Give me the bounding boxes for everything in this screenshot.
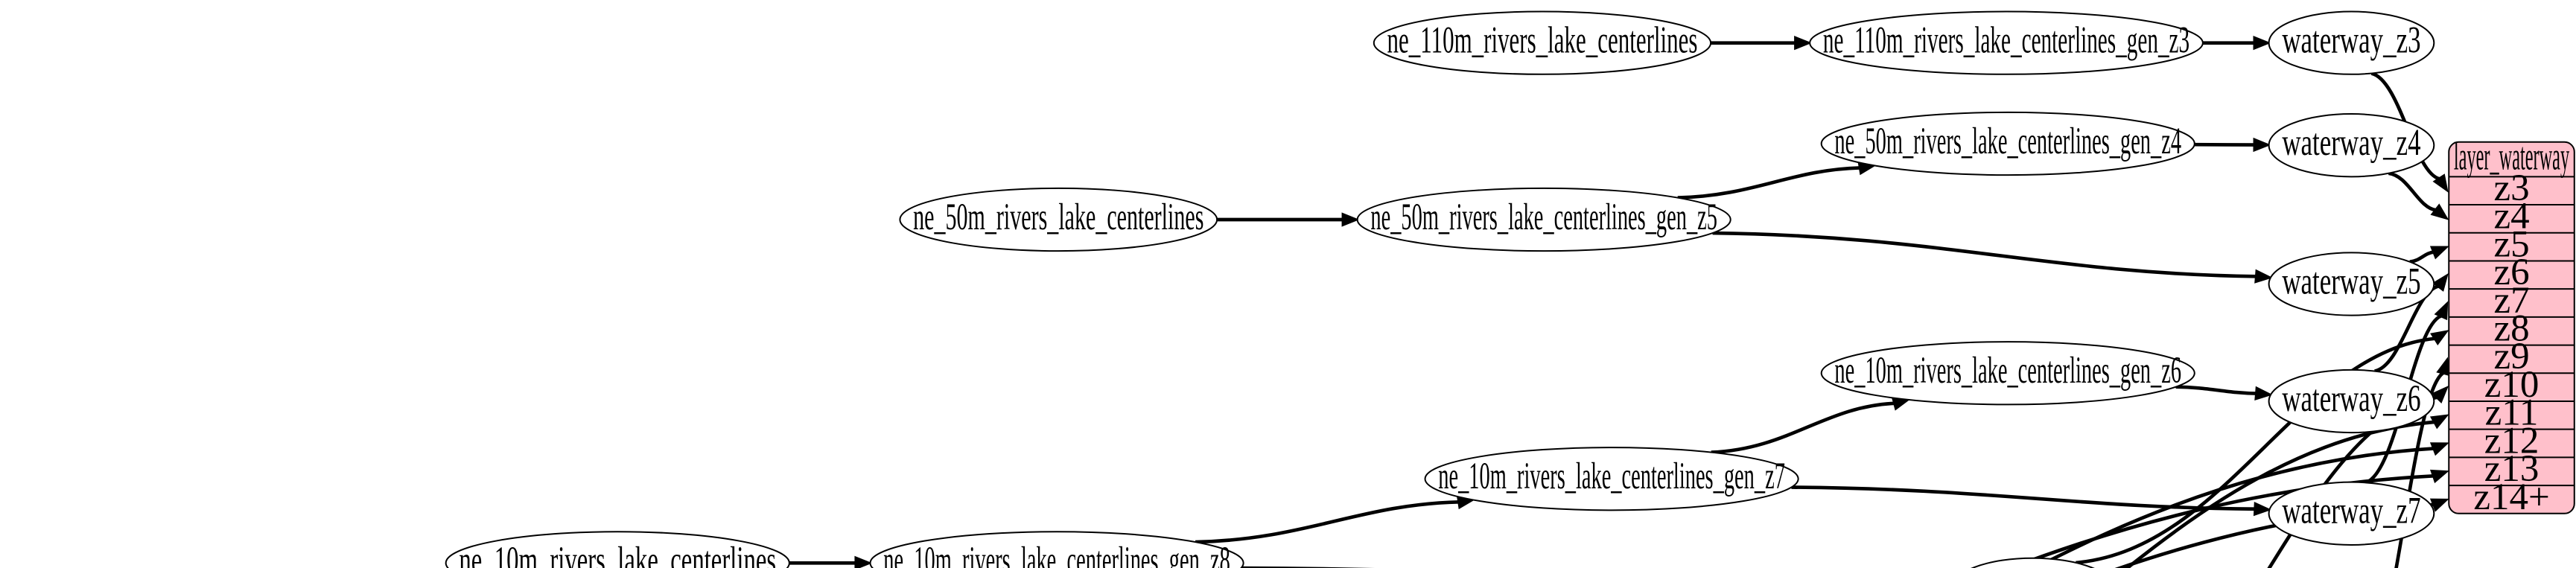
record-cell-z7[interactable]: z7 [2493,280,2529,322]
arrowhead-ne_50m_rivers_lake_centerlines_gen_z5-to-waterway_z5 [2254,269,2273,284]
arrowhead-ne_10m_rivers_lake_centerlines_gen_z7-to-waterway_z7 [2253,502,2272,517]
node-shape-ne_10m_rivers_lake_centerlines_gen_z7 [1425,447,1799,510]
edge-waterway_z12-to-layer_waterway-z12 [2031,447,2435,568]
node-ne_50m_rivers_lake_centerlines[interactable]: ne_50m_rivers_lake_centerlines [900,188,1217,251]
edge-ne_10m_rivers_lake_centerlines_gen_z6-to-waterway_z6 [2175,385,2257,395]
arrowhead-ne_50m_rivers_lake_centerlines_gen_z4-to-waterway_z4 [2253,137,2271,153]
arrowhead-waterway_z14-to-layer_waterway-z14+ [2429,498,2449,512]
arrowhead-waterway_z12-to-layer_waterway-z12 [2429,442,2449,456]
edge-waterway_z13-to-layer_waterway-z13 [2006,473,2435,568]
node-shape-ne_50m_rivers_lake_centerlines_gen_z5 [1358,188,1731,251]
node-shape-ne_10m_rivers_lake_centerlines [446,532,789,568]
record-cell-z8[interactable]: z8 [2493,308,2529,350]
node-label-ne_50m_rivers_lake_centerlines: ne_50m_rivers_lake_centerlines [913,197,1203,238]
edge-waterway_z8-to-layer_waterway-z8 [2076,336,2436,565]
node-label-ne_10m_rivers_lake_centerlines: ne_10m_rivers_lake_centerlines [459,540,776,568]
node-ne_10m_rivers_lake_centerlines_gen_z7[interactable]: ne_10m_rivers_lake_centerlines_gen_z7 [1425,447,1799,510]
edge-waterway_z4-to-layer_waterway-z4 [2388,171,2437,212]
node-label-ne_110m_rivers_lake_centerlines_gen_z3: ne_110m_rivers_lake_centerlines_gen_z3 [1823,19,2189,61]
nodes-layer: imposm3osm_waterway_linestringosm_import… [0,12,2434,568]
arrowhead-waterway_z7-to-layer_waterway-z7 [2434,301,2449,321]
edge-ne_50m_rivers_lake_centerlines_gen_z5-to-ne_50m_rivers_lake_centerlines_gen_z4 [1677,166,1861,200]
arrowhead-waterway_z8-to-layer_waterway-z8 [2430,330,2449,346]
node-label-waterway_z7: waterway_z7 [2282,491,2420,532]
edge-ne_50m_rivers_lake_centerlines_gen_z5-to-waterway_z5 [1712,231,2257,278]
node-label-waterway_z6: waterway_z6 [2282,378,2420,420]
arrowhead-ne_10m_rivers_lake_centerlines-to-ne_10m_rivers_lake_centerlines_gen_z8 [854,555,873,568]
edge-waterway_z5-to-layer_waterway-z5 [2409,250,2435,264]
node-waterway_z8[interactable]: waterway_z8 [1950,558,2116,568]
arrowhead-waterway_z4-to-layer_waterway-z4 [2430,203,2449,220]
node-waterway_z4[interactable]: waterway_z4 [2269,114,2435,176]
record-cell-z9[interactable]: z9 [2493,336,2529,377]
node-shape-ne_50m_rivers_lake_centerlines [900,188,1217,251]
node-label-waterway_z4: waterway_z4 [2282,122,2420,164]
node-shape-waterway_z7 [2269,482,2435,545]
node-shape-waterway_z5 [2269,252,2435,315]
node-label-ne_50m_rivers_lake_centerlines_gen_z5: ne_50m_rivers_lake_centerlines_gen_z5 [1370,197,1717,238]
record-cell-z12[interactable]: z12 [2484,420,2540,462]
node-ne_10m_rivers_lake_centerlines_gen_z6[interactable]: ne_10m_rivers_lake_centerlines_gen_z6 [1822,342,2195,404]
node-label-ne_10m_rivers_lake_centerlines_gen_z8: ne_10m_rivers_lake_centerlines_gen_z8 [883,540,1230,568]
record-title-layer-waterway: layer_waterway [2454,134,2569,178]
arrowhead-waterway_z6-to-layer_waterway-z6 [2432,272,2449,292]
node-label-ne_10m_rivers_lake_centerlines_gen_z6: ne_10m_rivers_lake_centerlines_gen_z6 [1834,350,2181,392]
node-ne_50m_rivers_lake_centerlines_gen_z4[interactable]: ne_50m_rivers_lake_centerlines_gen_z4 [1822,112,2195,175]
edge-ne_10m_rivers_lake_centerlines_gen_z8-to-ne_10m_rivers_lake_centerlines_gen_z7 [1195,500,1460,544]
record-cell-z10[interactable]: z10 [2484,364,2540,406]
node-label-ne_110m_rivers_lake_centerlines: ne_110m_rivers_lake_centerlines [1387,19,1698,61]
record-cell-z3[interactable]: z3 [2493,167,2529,209]
record-cell-z5[interactable]: z5 [2493,223,2529,265]
node-ne_10m_rivers_lake_centerlines_gen_z8[interactable]: ne_10m_rivers_lake_centerlines_gen_z8 [871,532,1244,568]
record-cell-z6[interactable]: z6 [2493,252,2529,293]
node-shape-waterway_z8 [1950,558,2116,568]
arrowhead-ne_110m_rivers_lake_centerlines_gen_z3-to-waterway_z3 [2253,36,2271,51]
arrowhead-waterway_z5-to-layer_waterway-z5 [2429,246,2449,260]
node-shape-waterway_z3 [2269,12,2435,74]
node-label-waterway_z3: waterway_z3 [2282,19,2420,61]
layer-waterway-record-node[interactable]: layer_waterwayz3z4z5z6z7z8z9z10z11z12z13… [2449,134,2575,518]
edge-ne_10m_rivers_lake_centerlines_gen_z7-to-ne_10m_rivers_lake_centerlines_gen_z6 [1711,401,1895,454]
arrowhead-ne_110m_rivers_lake_centerlines-to-ne_110m_rivers_lake_centerlines_gen_z3 [1794,36,1813,51]
node-shape-ne_10m_rivers_lake_centerlines_gen_z6 [1822,342,2195,404]
node-ne_10m_rivers_lake_centerlines[interactable]: ne_10m_rivers_lake_centerlines [446,532,789,568]
node-shape-ne_50m_rivers_lake_centerlines_gen_z4 [1822,112,2195,175]
edge-ne_10m_rivers_lake_centerlines_gen_z7-to-waterway_z7 [1791,485,2256,511]
node-shape-waterway_z6 [2269,370,2435,433]
node-ne_110m_rivers_lake_centerlines[interactable]: ne_110m_rivers_lake_centerlines [1374,12,1711,74]
node-label-ne_50m_rivers_lake_centerlines_gen_z4: ne_50m_rivers_lake_centerlines_gen_z4 [1834,121,2181,162]
node-ne_110m_rivers_lake_centerlines_gen_z3[interactable]: ne_110m_rivers_lake_centerlines_gen_z3 [1810,12,2203,74]
node-waterway_z6[interactable]: waterway_z6 [2269,370,2435,433]
node-label-ne_10m_rivers_lake_centerlines_gen_z7: ne_10m_rivers_lake_centerlines_gen_z7 [1438,456,1785,497]
record-body-layer-waterway [2449,142,2575,514]
arrowhead-ne_50m_rivers_lake_centerlines-to-ne_50m_rivers_lake_centerlines_gen_z5 [1341,212,1360,227]
arrowhead-waterway_z11-to-layer_waterway-z11 [2429,414,2449,430]
arrowhead-ne_10m_rivers_lake_centerlines_gen_z6-to-waterway_z6 [2254,386,2274,401]
edge-waterway_z14-to-layer_waterway-z14+ [2114,502,2435,568]
edge-waterway_z11-to-layer_waterway-z11 [2124,420,2435,568]
node-waterway_z3[interactable]: waterway_z3 [2269,12,2435,74]
record-cell-z14+[interactable]: z14+ [2473,476,2549,518]
node-waterway_z5[interactable]: waterway_z5 [2269,252,2435,315]
node-ne_50m_rivers_lake_centerlines_gen_z5[interactable]: ne_50m_rivers_lake_centerlines_gen_z5 [1358,188,1731,251]
record-cell-z13[interactable]: z13 [2484,448,2540,490]
node-label-waterway_z5: waterway_z5 [2282,261,2420,302]
record-cell-z4[interactable]: z4 [2493,196,2529,237]
arrowhead-waterway_z3-to-layer_waterway-z3 [2432,173,2449,193]
arrowhead-waterway_z9-to-layer_waterway-z9 [2436,357,2450,377]
node-shape-ne_110m_rivers_lake_centerlines_gen_z3 [1810,12,2203,74]
node-shape-waterway_z4 [2269,114,2435,176]
node-shape-ne_10m_rivers_lake_centerlines_gen_z8 [871,532,1244,568]
arrowhead-waterway_z13-to-layer_waterway-z13 [2430,469,2449,484]
node-waterway_z7[interactable]: waterway_z7 [2269,482,2435,545]
record-cell-z11[interactable]: z11 [2485,392,2539,434]
arrowhead-waterway_z10-to-layer_waterway-z10 [2431,385,2449,403]
node-label-waterway_z8: waterway_z8 [1963,567,2102,568]
node-shape-ne_110m_rivers_lake_centerlines [1374,12,1711,74]
